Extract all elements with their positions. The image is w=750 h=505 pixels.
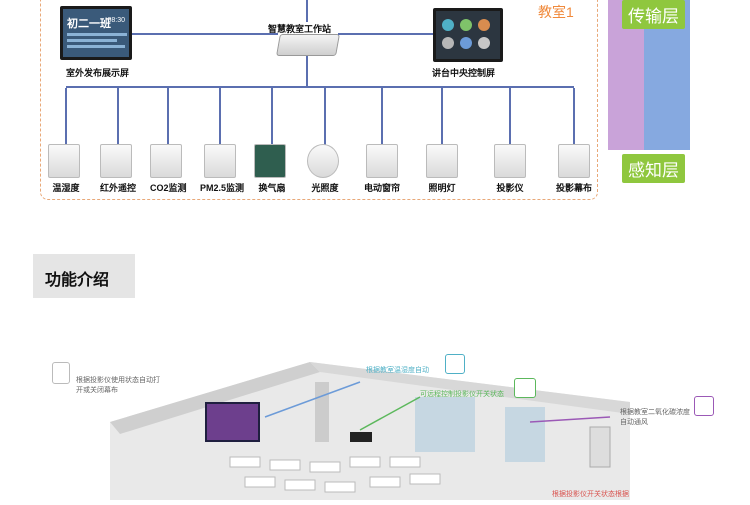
transport-layer-badge: 传输层 xyxy=(622,0,685,29)
device-curtain: 电动窗帘 xyxy=(362,88,402,194)
console-control-screen xyxy=(433,8,503,62)
device-label: 投影仪 xyxy=(496,183,524,193)
classroom-illustration xyxy=(110,362,630,500)
device-label: 温湿度 xyxy=(52,183,80,193)
device-label: 电动窗帘 xyxy=(363,183,400,193)
outdoor-display-screen: 初二一班 08:30 xyxy=(60,6,132,60)
workstation-device xyxy=(276,34,340,56)
console-screen-caption: 讲台中央控制屏 xyxy=(432,68,496,78)
device-label: 投影幕布 xyxy=(555,183,592,193)
line-workstation-down xyxy=(306,56,308,86)
fan-icon xyxy=(694,396,714,416)
callout-co2: 根据教室二氧化碳浓度自动通风 xyxy=(620,409,690,426)
device-ir-remote: 红外遥控 xyxy=(100,88,136,194)
device-projection-screen: 投影幕布 xyxy=(552,88,596,194)
classroom-frame xyxy=(40,0,598,200)
callout-temperature: 根据教室温湿度自动 xyxy=(366,367,429,374)
device-co2: CO2监测 xyxy=(150,88,187,194)
section-header-bg xyxy=(33,254,135,298)
device-fan: 换气扇 xyxy=(254,88,290,194)
line-up xyxy=(306,0,308,22)
device-pm25: PM2.5监测 xyxy=(200,88,245,194)
callout-bottom: 根据投影仪开关状态根据 xyxy=(552,491,629,498)
device-label: 红外遥控 xyxy=(100,183,137,193)
device-label: 光照度 xyxy=(311,183,339,193)
projector-control-icon xyxy=(514,378,536,398)
device-projector: 投影仪 xyxy=(490,88,530,194)
device-label: 换气扇 xyxy=(258,183,286,193)
device-lighting: 照明灯 xyxy=(422,88,462,194)
outdoor-screen-time: 08:30 xyxy=(107,17,125,24)
room-label: 教室1 xyxy=(538,4,574,20)
callout-projector-screen: 根据投影仪使用状态自动打开或关闭幕布 xyxy=(76,377,160,394)
line-workstation-to-console xyxy=(338,33,433,35)
device-light-sensor: 光照度 xyxy=(307,88,343,194)
section-title: 功能介绍 xyxy=(45,272,110,289)
sensing-layer-badge: 感知层 xyxy=(622,154,685,183)
bus-line xyxy=(66,86,574,88)
device-label: CO2监测 xyxy=(150,183,187,193)
snowflake-icon xyxy=(445,354,465,374)
device-temp-humidity: 温湿度 xyxy=(48,88,84,194)
workstation-caption: 智慧教室工作站 xyxy=(268,24,332,34)
device-label: PM2.5监测 xyxy=(200,183,245,193)
device-label: 照明灯 xyxy=(428,183,456,193)
classroom-3d-view xyxy=(110,362,630,500)
line-outdoor-to-workstation xyxy=(132,33,278,35)
outdoor-screen-caption: 室外发布展示屏 xyxy=(66,68,130,78)
callout-remote-projector: 可远程控制投影仪开关状态 xyxy=(420,391,504,398)
outdoor-screen-class: 初二一班 xyxy=(67,18,111,30)
projector-icon xyxy=(52,362,70,384)
